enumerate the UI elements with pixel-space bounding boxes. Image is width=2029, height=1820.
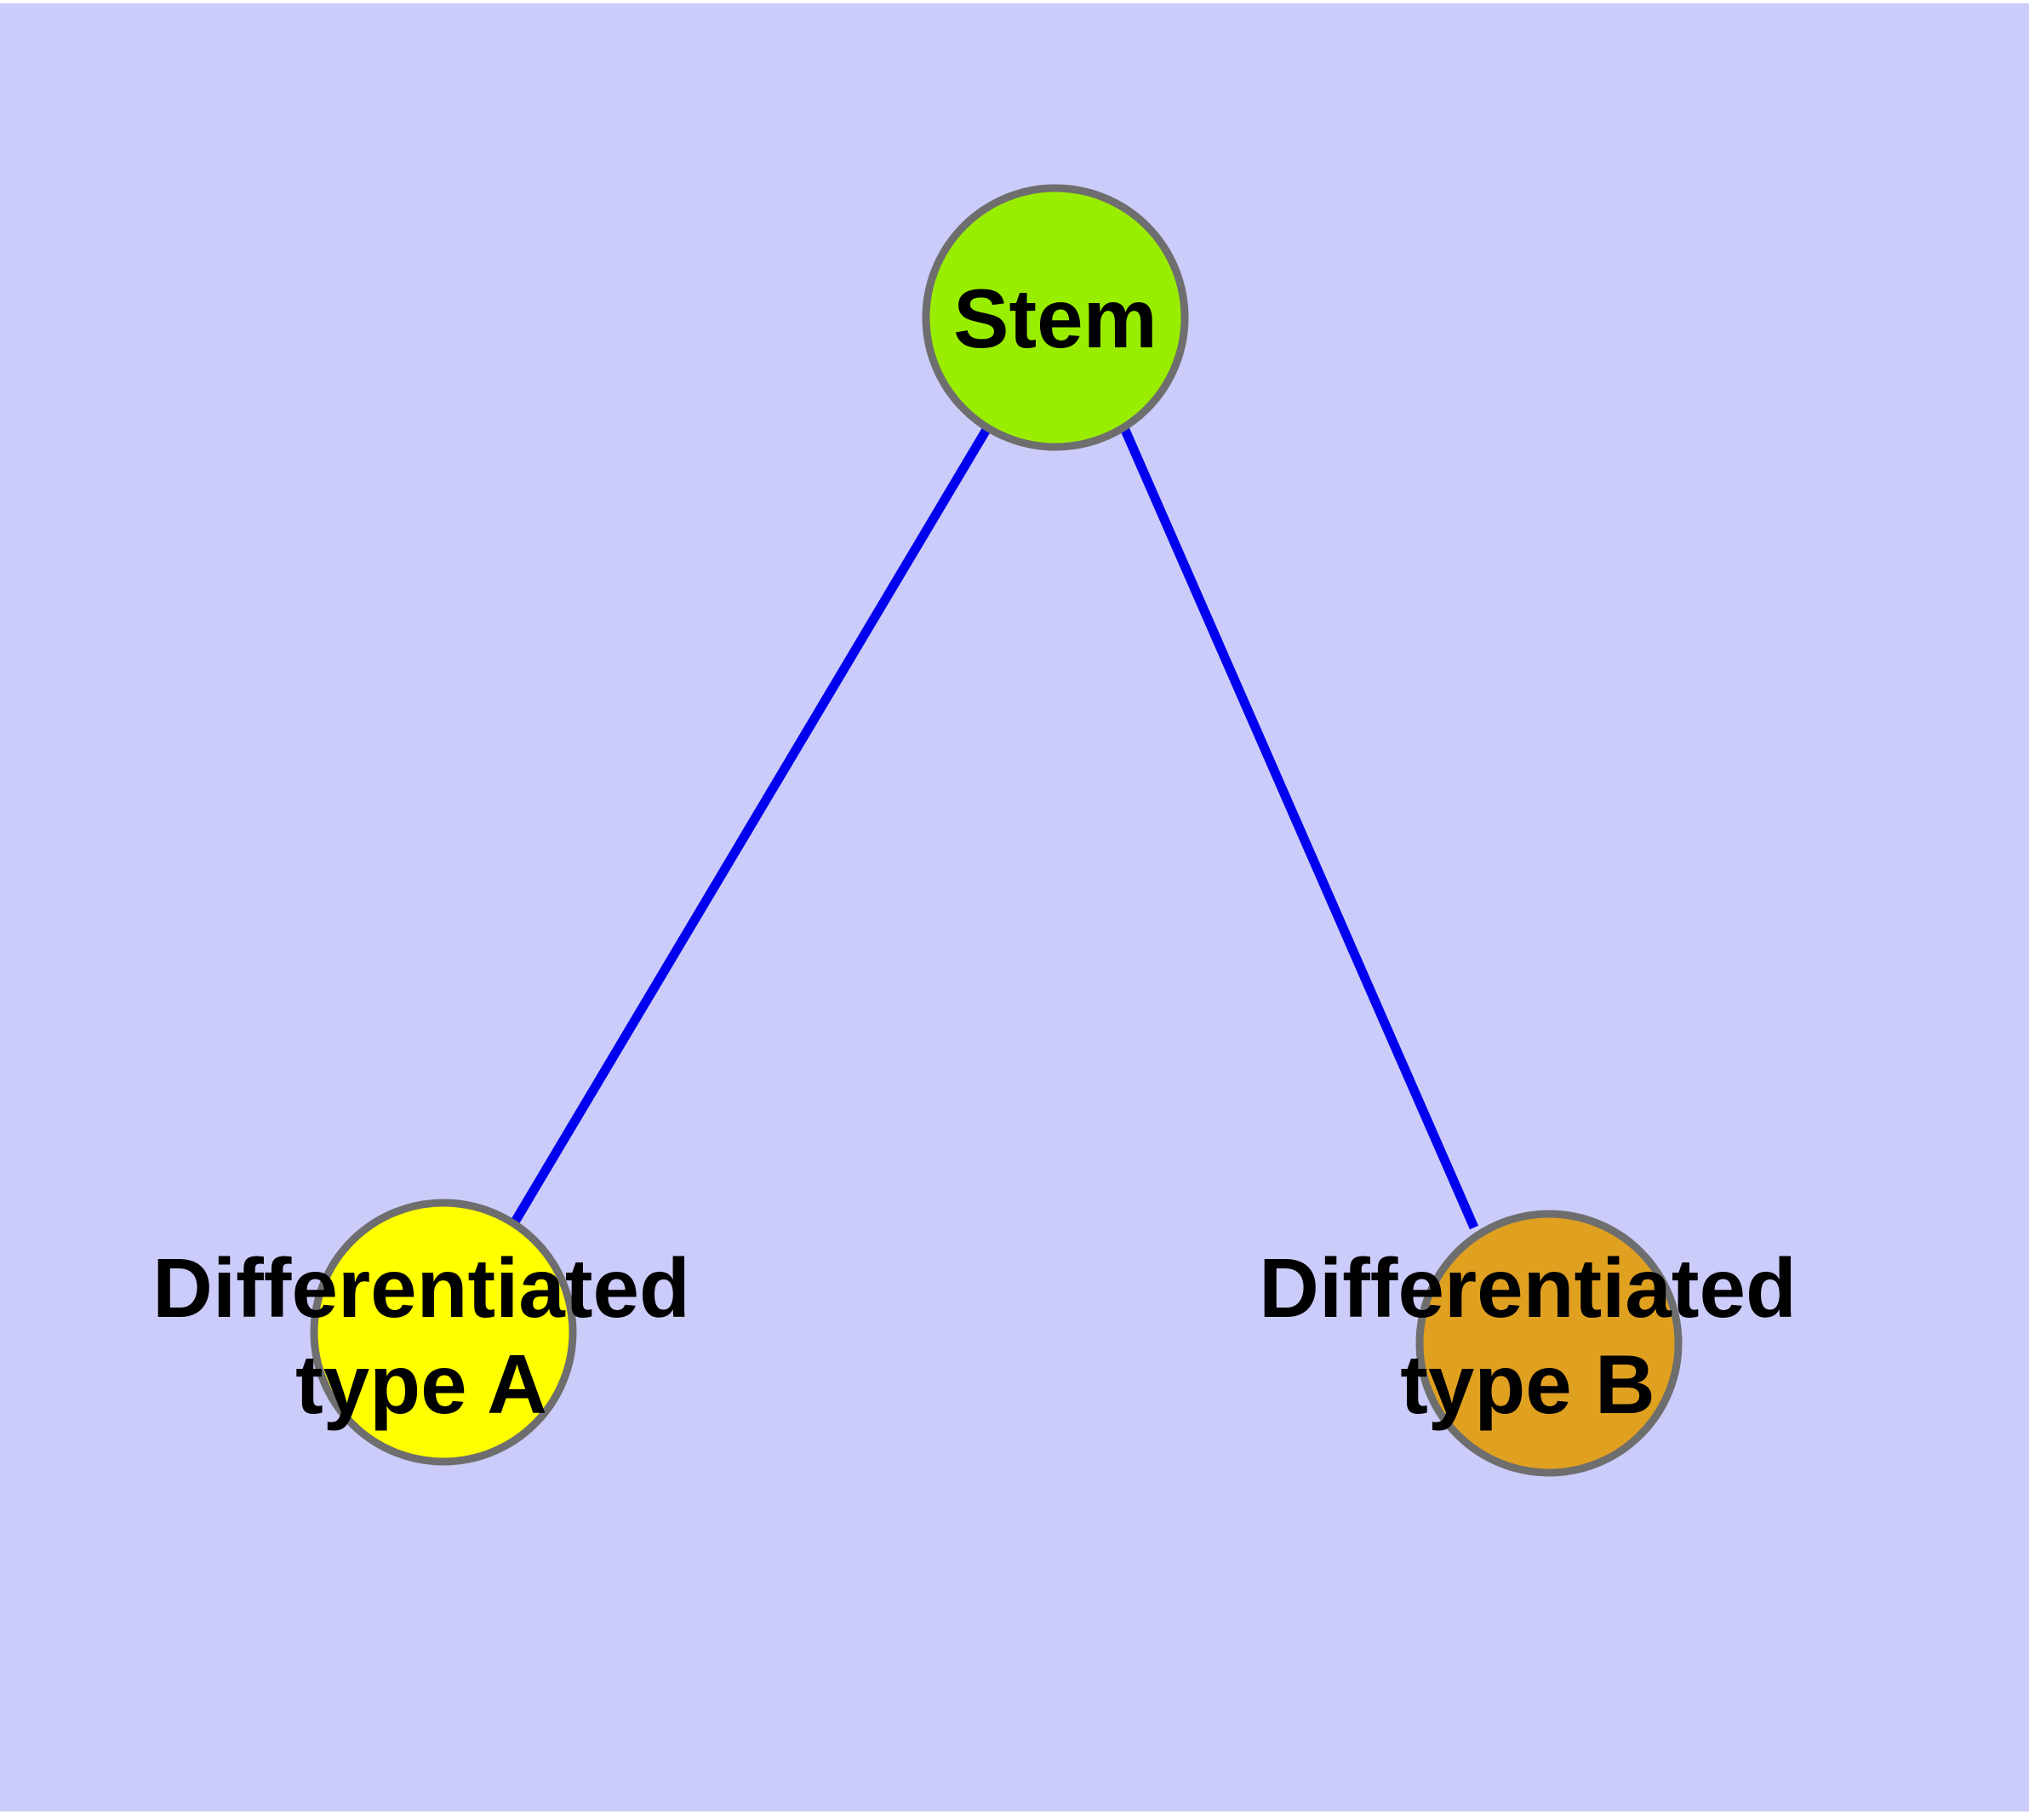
node-differentiated-type-b[interactable] — [1415, 1210, 1683, 1477]
nodes-group — [310, 184, 1683, 1477]
node-label-stem: Stem — [953, 272, 1157, 365]
node-circle-differentiated-type-a[interactable] — [310, 1199, 577, 1466]
edge-stem-to-differentiated-b[interactable] — [1120, 427, 1479, 1230]
node-circle-stem[interactable] — [922, 184, 1189, 451]
node-differentiated-type-a[interactable] — [310, 1199, 577, 1466]
node-circle-differentiated-type-b[interactable] — [1415, 1210, 1683, 1477]
node-label-differentiated-type-b-line2: type B — [1400, 1337, 1655, 1431]
labels-group: Differentiated type A Differentiated typ… — [152, 272, 1797, 1431]
edges-group — [510, 426, 1479, 1230]
node-label-differentiated-type-b-line1: Differentiated — [1259, 1241, 1797, 1335]
node-label-differentiated-type-a-line2: type A — [295, 1337, 547, 1431]
node-label-differentiated-type-a-line1: Differentiated — [152, 1241, 690, 1335]
edge-stem-to-differentiated-a[interactable] — [510, 426, 992, 1226]
node-stem[interactable] — [922, 184, 1189, 451]
